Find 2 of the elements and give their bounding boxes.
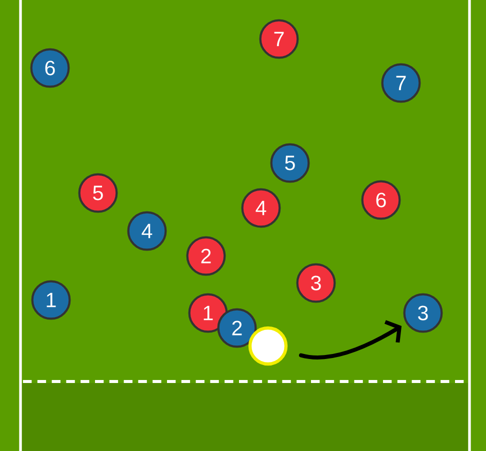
ball xyxy=(248,326,288,366)
arrow xyxy=(298,320,402,360)
